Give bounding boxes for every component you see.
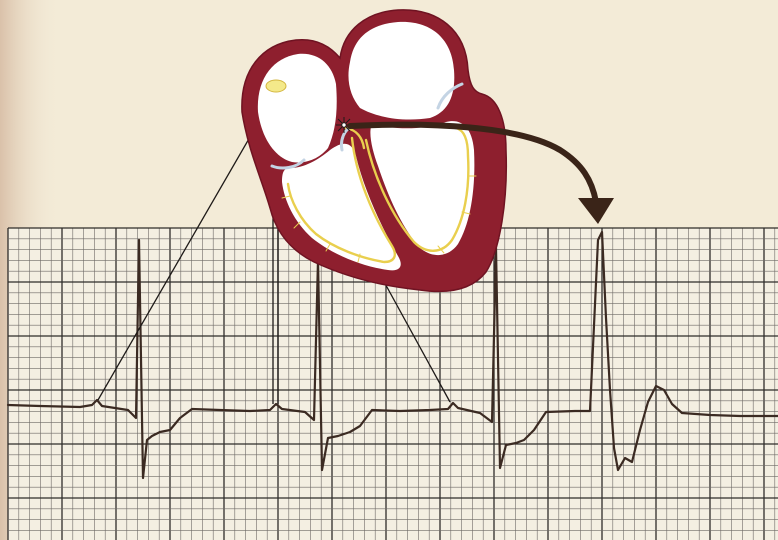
sa-node [266,80,286,92]
